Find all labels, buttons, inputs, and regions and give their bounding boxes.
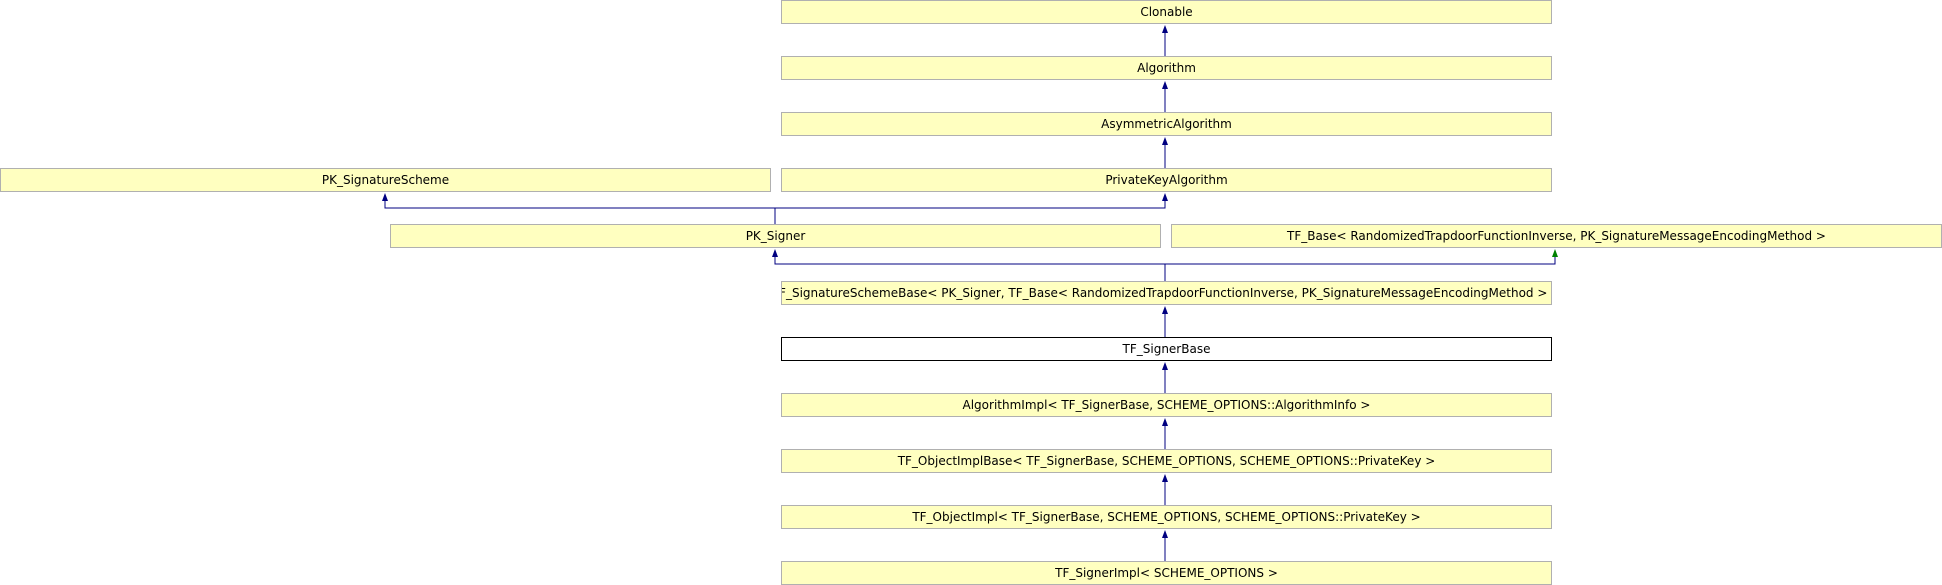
node-tf-object-impl-base[interactable]: TF_ObjectImplBase< TF_SignerBase, SCHEME… bbox=[781, 449, 1552, 473]
node-pk-signer[interactable]: PK_Signer bbox=[390, 224, 1161, 248]
node-algorithm-impl[interactable]: AlgorithmImpl< TF_SignerBase, SCHEME_OPT… bbox=[781, 393, 1552, 417]
edge-tfsigschemebase-tfbase bbox=[1165, 249, 1558, 265]
edge-tfsigschemebase-pksigner bbox=[772, 249, 1166, 281]
node-tf-base[interactable]: TF_Base< RandomizedTrapdoorFunctionInver… bbox=[1171, 224, 1942, 248]
node-tf-signer-base: TF_SignerBase bbox=[781, 337, 1552, 361]
node-algorithm[interactable]: Algorithm bbox=[781, 56, 1552, 80]
node-clonable[interactable]: Clonable bbox=[781, 0, 1552, 24]
node-asymmetric-algorithm[interactable]: AsymmetricAlgorithm bbox=[781, 112, 1552, 136]
node-pk-signature-scheme[interactable]: PK_SignatureScheme bbox=[0, 168, 771, 192]
edge-pksigner-pksignaturescheme bbox=[382, 193, 776, 224]
node-tf-signature-scheme-base[interactable]: TF_SignatureSchemeBase< PK_Signer, TF_Ba… bbox=[781, 281, 1552, 305]
node-tf-signer-impl[interactable]: TF_SignerImpl< SCHEME_OPTIONS > bbox=[781, 561, 1552, 585]
node-tf-object-impl[interactable]: TF_ObjectImpl< TF_SignerBase, SCHEME_OPT… bbox=[781, 505, 1552, 529]
edge-pksigner-privatekeyalgorithm bbox=[775, 193, 1168, 209]
node-private-key-algorithm[interactable]: PrivateKeyAlgorithm bbox=[781, 168, 1552, 192]
